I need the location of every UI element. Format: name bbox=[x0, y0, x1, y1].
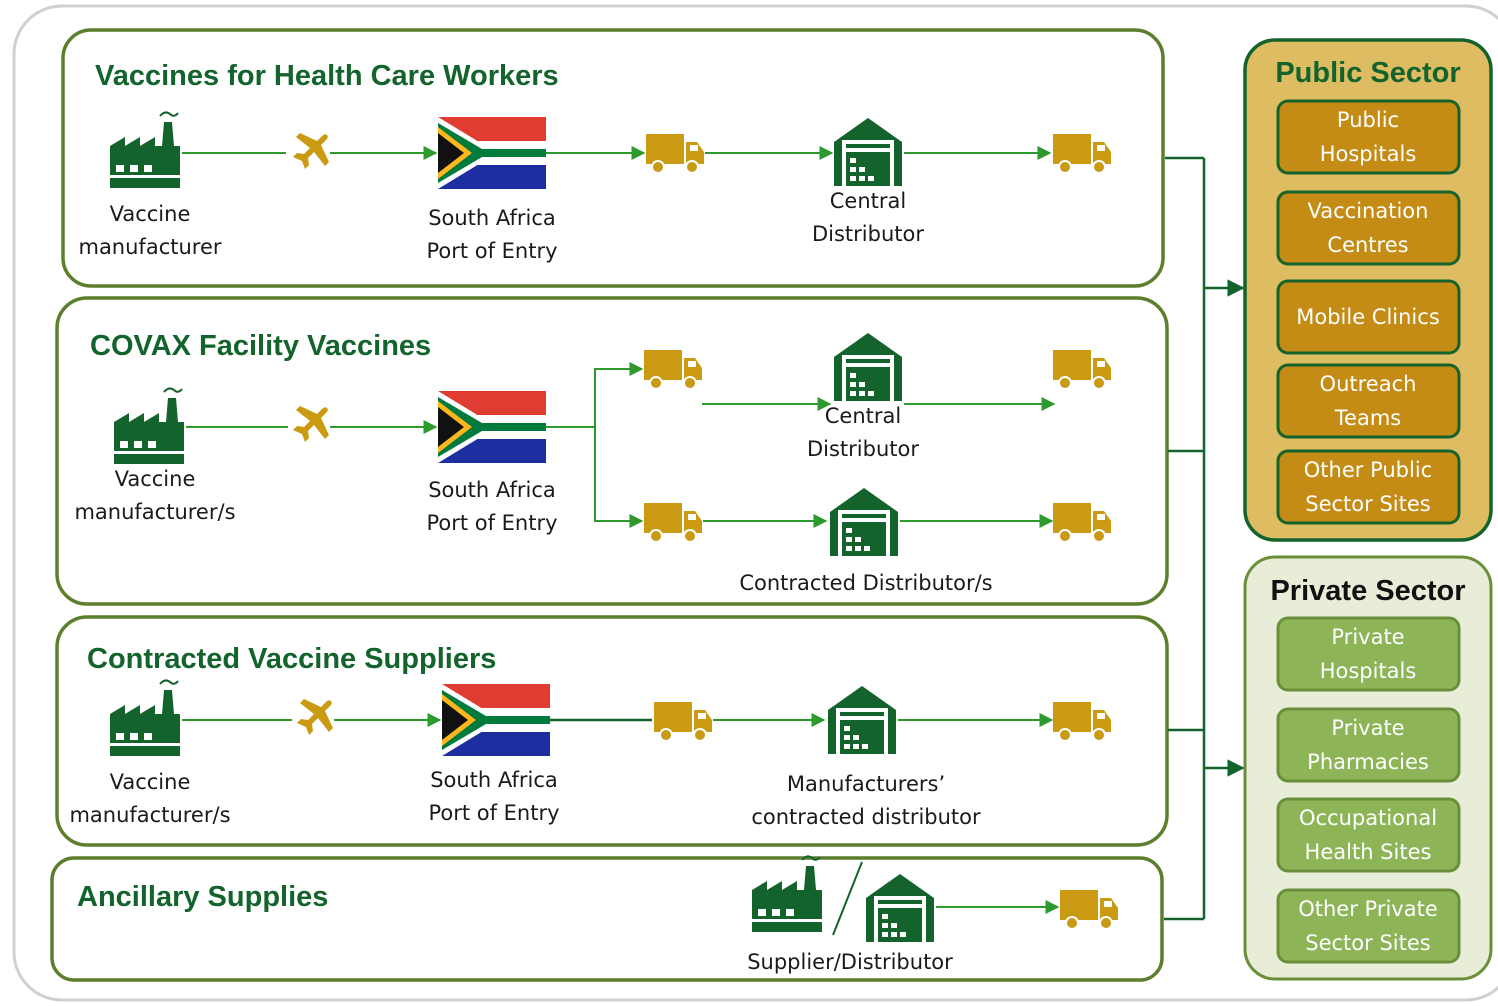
site-label: Outreach bbox=[1320, 372, 1417, 396]
distributor-label: contracted distributor bbox=[751, 805, 981, 829]
manufacturer-label: manufacturer/s bbox=[69, 803, 230, 827]
lane-title: Ancillary Supplies bbox=[77, 881, 328, 913]
site-box-bg bbox=[1276, 279, 1461, 355]
central-distributor-label: Distributor bbox=[807, 437, 919, 461]
manufacturer-label: manufacturer/s bbox=[74, 500, 235, 524]
public-sites: PublicHospitalsVaccinationCentresMobile … bbox=[1276, 99, 1461, 525]
sector-connector bbox=[1164, 156, 1245, 921]
lane-title: COVAX Facility Vaccines bbox=[90, 330, 431, 362]
site-label: Sector Sites bbox=[1305, 931, 1430, 955]
site-box-bg bbox=[1276, 616, 1461, 692]
south-africa-flag-icon bbox=[438, 117, 546, 189]
lane-title: Vaccines for Health Care Workers bbox=[95, 60, 559, 92]
site-label: Other Public bbox=[1304, 458, 1432, 482]
site-box-bg bbox=[1276, 363, 1461, 439]
south-africa-flag-icon bbox=[442, 684, 550, 756]
distributor-label: Manufacturers’ bbox=[787, 772, 945, 796]
manufacturer-label: Vaccine bbox=[110, 770, 191, 794]
private-sector-panel: Private Sector PrivateHospitalsPrivatePh… bbox=[1243, 555, 1493, 981]
public-sector-panel: Public Sector PublicHospitalsVaccination… bbox=[1243, 38, 1493, 542]
site-label: Private bbox=[1331, 625, 1404, 649]
manufacturer-label: manufacturer bbox=[78, 235, 221, 259]
site-box-bg bbox=[1276, 190, 1461, 266]
lane-health-care-workers: Vaccines for Health Care Workers Vaccine… bbox=[61, 28, 1165, 288]
site-box-bg bbox=[1276, 797, 1461, 873]
port-label: Port of Entry bbox=[428, 801, 559, 825]
site-label: Public bbox=[1337, 108, 1399, 132]
site-label: Mobile Clinics bbox=[1296, 305, 1440, 329]
distributor-label: Central bbox=[830, 189, 906, 213]
site-label: Sector Sites bbox=[1305, 492, 1430, 516]
private-sites: PrivateHospitalsPrivatePharmaciesOccupat… bbox=[1276, 616, 1461, 964]
port-label: South Africa bbox=[428, 478, 556, 502]
site-label: Centres bbox=[1327, 233, 1408, 257]
lane-covax: COVAX Facility Vaccines Vaccine manufact… bbox=[55, 296, 1169, 606]
contracted-distributor-label: Contracted Distributor/s bbox=[739, 571, 992, 595]
lane-box bbox=[50, 856, 1164, 982]
site-box: Mobile Clinics bbox=[1276, 279, 1461, 355]
port-label: Port of Entry bbox=[426, 511, 557, 535]
port-label: South Africa bbox=[430, 768, 558, 792]
public-sector-title: Public Sector bbox=[1275, 57, 1460, 89]
central-distributor-label: Central bbox=[825, 404, 901, 428]
site-label: Private bbox=[1331, 716, 1404, 740]
lane-ancillary-supplies: Ancillary Supplies Supplier/Distributor bbox=[50, 855, 1164, 982]
distributor-label: Distributor bbox=[812, 222, 924, 246]
lane-title: Contracted Vaccine Suppliers bbox=[87, 643, 496, 675]
site-box-bg bbox=[1276, 888, 1461, 964]
site-box-bg bbox=[1276, 707, 1461, 783]
flow-arrow bbox=[594, 427, 644, 528]
port-label: South Africa bbox=[428, 206, 556, 230]
lane-contracted-suppliers: Contracted Vaccine Suppliers Vaccine man… bbox=[55, 615, 1169, 847]
site-label: Pharmacies bbox=[1307, 750, 1429, 774]
site-label: Hospitals bbox=[1320, 142, 1417, 166]
site-label: Hospitals bbox=[1320, 659, 1417, 683]
manufacturer-label: Vaccine bbox=[110, 202, 191, 226]
manufacturer-label: Vaccine bbox=[115, 467, 196, 491]
site-label: Vaccination bbox=[1308, 199, 1429, 223]
flow-arrow bbox=[546, 362, 644, 428]
site-box-bg bbox=[1276, 449, 1461, 525]
site-label: Health Sites bbox=[1305, 840, 1432, 864]
lane-box bbox=[61, 28, 1165, 288]
port-label: Port of Entry bbox=[426, 239, 557, 263]
site-label: Other Private bbox=[1298, 897, 1438, 921]
divider-slash bbox=[832, 861, 863, 936]
supplier-label: Supplier/Distributor bbox=[747, 950, 953, 974]
south-africa-flag-icon bbox=[438, 391, 546, 463]
lane-box bbox=[55, 615, 1169, 847]
site-label: Occupational bbox=[1299, 806, 1437, 830]
site-label: Teams bbox=[1334, 406, 1401, 430]
private-sector-title: Private Sector bbox=[1270, 575, 1465, 607]
site-box-bg bbox=[1276, 99, 1461, 175]
